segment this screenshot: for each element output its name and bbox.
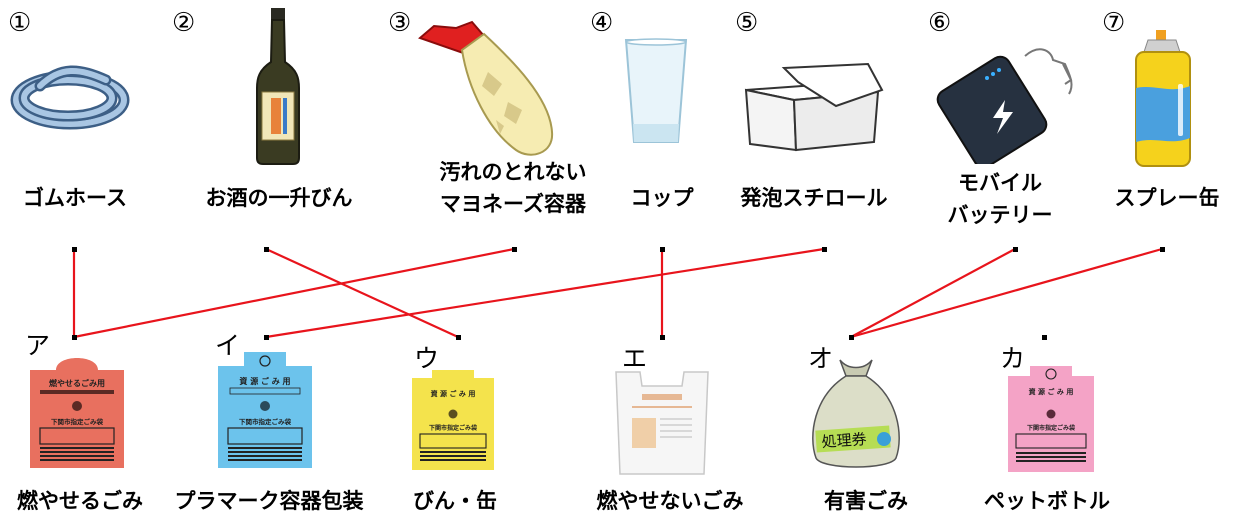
item-label-1: ゴムホース [23, 186, 127, 210]
hazardous-bag-icon: 処理券 [812, 359, 900, 468]
connection-line-3 [73, 247, 515, 339]
item-number-1: ① [8, 8, 32, 38]
item-dot-6[interactable] [1013, 247, 1018, 252]
connection-line-6 [850, 248, 1016, 338]
category-dot-u[interactable] [456, 335, 461, 340]
item-label-6-line1: モバイル [958, 171, 1042, 195]
category-kana-u: ウ [414, 344, 440, 373]
item-dot-1[interactable] [72, 247, 77, 252]
category-dot-e[interactable] [660, 335, 665, 340]
item-label-3-line1: 汚れのとれない [439, 160, 587, 184]
bottle-can-bag-city: 下関市指定ごみ袋 [429, 424, 478, 432]
category-kana-ka: カ [1000, 344, 1026, 373]
bottle-can-bag-icon: 資 源 ご み 用 下関市指定ごみ袋 [412, 370, 494, 470]
category-dot-o[interactable] [849, 335, 854, 340]
item-number-6: ⑥ [928, 8, 952, 38]
category-label-e: 燃やせないごみ [596, 489, 744, 513]
category-label-o: 有害ごみ [824, 489, 908, 513]
bottle-can-bag-title: 資 源 ご み 用 [431, 389, 476, 398]
category-label-ka: ペットボトル [984, 489, 1110, 513]
category-kana-a: ア [25, 331, 51, 360]
plastic-bag-title: 資 源 ご み 用 [239, 376, 290, 386]
item-label-5: 発泡スチロール [740, 186, 888, 210]
nonburnable-bag-icon [615, 371, 709, 475]
category-dot-ka[interactable] [1042, 335, 1047, 340]
mayonnaise-container-icon [418, 20, 554, 156]
connection-line-7 [850, 247, 1163, 339]
styrofoam-box-icon [744, 62, 884, 152]
item-dot-5[interactable] [822, 247, 827, 252]
hazard-ticket-label: 処理券 [821, 430, 867, 451]
item-dot-2[interactable] [264, 247, 269, 252]
item-number-5: ⑤ [735, 8, 759, 38]
pet-bottle-bag-title: 資 源 ご み 用 [1029, 387, 1074, 396]
item-label-3-line2: マヨネーズ容器 [440, 192, 586, 216]
connection-line-2 [265, 248, 459, 338]
pet-bottle-bag-city: 下関市指定ごみ袋 [1027, 424, 1076, 432]
rubber-hose-icon [10, 65, 130, 130]
item-label-7: スプレー缶 [1114, 186, 1220, 210]
item-dot-4[interactable] [660, 247, 665, 252]
item-label-4: コップ [630, 186, 694, 210]
category-label-i: プラマーク容器包装 [174, 489, 364, 513]
category-dot-a[interactable] [72, 335, 77, 340]
item-label-6-line2: バッテリー [947, 203, 1053, 227]
plastic-bag-icon: 資 源 ご み 用 下関市指定ごみ袋 [218, 352, 312, 468]
item-number-7: ⑦ [1102, 8, 1126, 38]
item-number-3: ③ [388, 8, 412, 38]
category-kana-e: エ [622, 344, 648, 373]
spray-can-icon [1135, 30, 1191, 167]
category-kana-o: オ [808, 344, 834, 373]
category-label-u: びん・缶 [413, 489, 497, 513]
item-dot-7[interactable] [1160, 247, 1165, 252]
item-label-2: お酒の一升びん [205, 186, 353, 210]
sake-bottle-icon [256, 8, 300, 165]
connection-line-5 [265, 247, 825, 339]
category-dot-i[interactable] [264, 335, 269, 340]
pet-bottle-bag-icon: 資 源 ご み 用 下関市指定ごみ袋 [1008, 366, 1094, 472]
plastic-bag-city: 下関市指定ごみ袋 [239, 417, 292, 426]
burnable-bag-city: 下関市指定ごみ袋 [51, 417, 104, 426]
mobile-battery-icon [936, 48, 1073, 164]
item-number-4: ④ [590, 8, 614, 38]
glass-cup-icon [624, 38, 688, 143]
burnable-bag-icon: 燃やせるごみ用 下関市指定ごみ袋 [30, 358, 124, 468]
category-label-a: 燃やせるごみ [17, 489, 143, 513]
item-number-2: ② [172, 8, 196, 38]
category-kana-i: イ [215, 331, 241, 360]
burnable-bag-title: 燃やせるごみ用 [49, 378, 105, 388]
item-dot-3[interactable] [512, 247, 517, 252]
